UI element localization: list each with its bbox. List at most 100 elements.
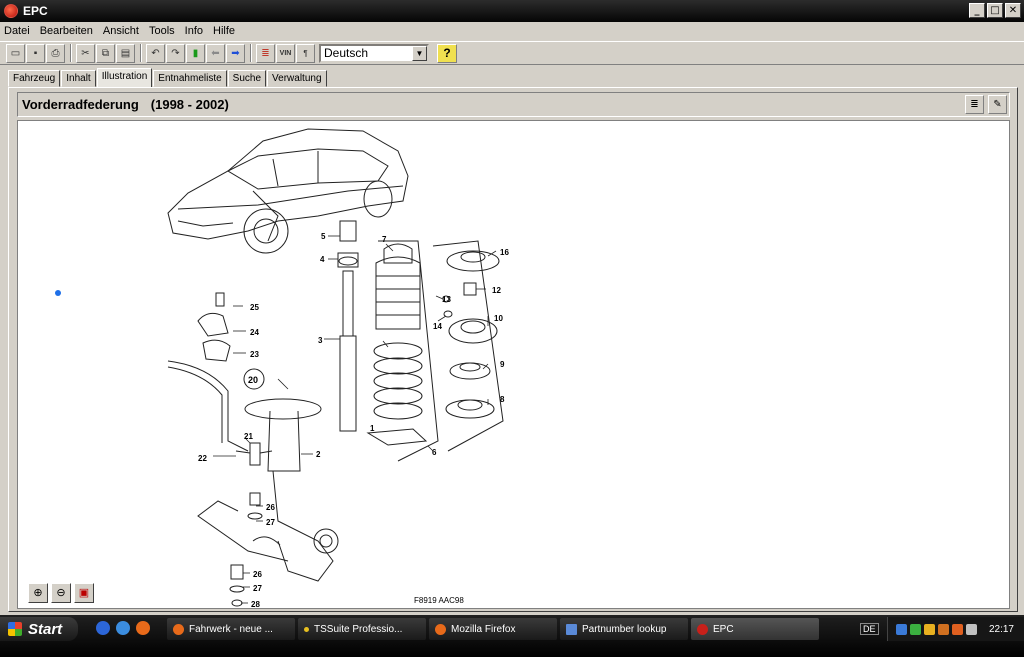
paste-icon[interactable]: ▤ <box>116 43 135 63</box>
tab-verwaltung[interactable]: Verwaltung <box>267 70 327 87</box>
undo-icon[interactable]: ↶ <box>146 43 165 63</box>
tssuite-icon <box>304 626 309 632</box>
menu-bar: Datei Bearbeiten Ansicht Tools Info Hilf… <box>0 22 1024 40</box>
task-firefox[interactable]: Mozilla Firefox <box>429 618 557 640</box>
task-label: Mozilla Firefox <box>451 623 516 635</box>
tab-strip: Fahrzeug Inhalt Illustration Entnahmelis… <box>8 68 328 87</box>
menu-hilfe[interactable]: Hilfe <box>213 25 236 37</box>
task-tssuite[interactable]: TSSuite Professio... <box>298 618 426 640</box>
callout-1: 1 <box>370 424 375 433</box>
task-partnumber[interactable]: Partnumber lookup <box>560 618 688 640</box>
firefox-icon <box>173 623 184 635</box>
callout-9: 9 <box>500 360 505 369</box>
input-language-indicator[interactable]: DE <box>860 623 879 635</box>
task-label: Fahrwerk - neue ... <box>189 623 273 635</box>
notes-icon[interactable]: ¶ <box>296 43 315 63</box>
alert-icon[interactable] <box>938 623 949 635</box>
list-view-icon[interactable]: ≣ <box>965 95 984 114</box>
shock-absorber <box>337 220 359 432</box>
parts-list-icon[interactable]: ≣ <box>256 43 275 63</box>
toolbar-separator <box>70 44 72 62</box>
title-bar[interactable]: EPC _ □ ✕ <box>0 0 1024 22</box>
callout-27-lower: 27 <box>253 584 262 593</box>
print-icon[interactable]: ⎙ <box>46 43 65 63</box>
quick-launch <box>96 621 150 635</box>
menu-bearbeiten[interactable]: Bearbeiten <box>39 25 93 37</box>
callout-13: 13 <box>442 295 451 304</box>
redo-icon[interactable]: ↷ <box>166 43 185 63</box>
callout-6: 6 <box>432 448 437 457</box>
callout-3: 3 <box>318 336 323 345</box>
page-title: Vorderradfederung <box>22 97 139 112</box>
zoom-in-icon[interactable]: ⊕ <box>28 583 48 603</box>
zoom-out-icon[interactable]: ⊖ <box>51 583 71 603</box>
menu-tools[interactable]: Tools <box>148 25 175 37</box>
task-fahrwerk[interactable]: Fahrwerk - neue ... <box>167 618 295 640</box>
callout-21: 21 <box>244 432 253 441</box>
callout-4: 4 <box>320 255 325 264</box>
toolbar: ▭ ▪ ⎙ ✂ ⧉ ▤ ↶ ↷ ▮ ⬅ ➡ ≣ VIN ¶ Deutsch ▼ … <box>0 41 1024 65</box>
tab-fahrzeug[interactable]: Fahrzeug <box>8 70 61 87</box>
firefox-icon[interactable] <box>136 621 150 635</box>
minimize-button[interactable]: _ <box>969 3 985 18</box>
cursor-dot <box>55 290 61 296</box>
close-button[interactable]: ✕ <box>1005 3 1021 18</box>
bump-boot <box>375 243 421 330</box>
callout-8: 8 <box>500 395 505 404</box>
network-icon[interactable] <box>896 623 907 635</box>
figure-code: F8919 AAC98 <box>414 596 464 605</box>
stabilizer-assembly <box>167 292 265 452</box>
menu-ansicht[interactable]: Ansicht <box>102 25 139 37</box>
callout-25: 25 <box>250 303 259 312</box>
zoom-fit-icon[interactable]: ▣ <box>74 583 94 603</box>
vin-button[interactable]: VIN <box>276 43 295 63</box>
maximize-button[interactable]: □ <box>987 3 1003 18</box>
document-icon <box>566 623 577 635</box>
security-icon[interactable] <box>924 623 935 635</box>
strut-mount-parts <box>432 240 504 452</box>
menu-info[interactable]: Info <box>184 25 204 37</box>
callout-14: 14 <box>433 322 442 331</box>
tab-entnahmeliste[interactable]: Entnahmeliste <box>153 70 227 87</box>
chevron-down-icon[interactable]: ▼ <box>412 45 427 61</box>
update-icon[interactable] <box>910 623 921 635</box>
callout-22: 22 <box>198 454 207 463</box>
save-icon[interactable]: ▪ <box>26 43 45 63</box>
front-suspension-diagram: 1 2 3 4 5 6 7 8 9 10 12 13 14 16 20 21 2 <box>167 128 509 608</box>
callout-12: 12 <box>492 286 501 295</box>
task-epc[interactable]: EPC <box>691 618 819 640</box>
marker-icon[interactable]: ▮ <box>186 43 205 63</box>
illustration-panel: Vorderradfederung (1998 - 2002) ≣ ✎ <box>8 87 1018 612</box>
menu-datei[interactable]: Datei <box>4 25 30 37</box>
ie-icon[interactable] <box>116 621 130 635</box>
back-arrow-icon[interactable]: ⬅ <box>206 43 225 63</box>
edit-note-icon[interactable]: ✎ <box>988 95 1007 114</box>
clock: 22:17 <box>988 624 1014 635</box>
help-button[interactable]: ? <box>437 43 457 63</box>
callout-20: 20 <box>248 375 258 385</box>
task-buttons: Fahrwerk - neue ... TSSuite Professio...… <box>167 618 822 640</box>
callout-7: 7 <box>382 235 387 244</box>
car-outline <box>167 128 409 254</box>
callout-26-upper: 26 <box>266 503 275 512</box>
volume-icon[interactable] <box>966 623 977 635</box>
language-select[interactable]: Deutsch ▼ <box>319 43 429 63</box>
epc-app-icon <box>697 623 708 635</box>
copy-icon[interactable]: ⧉ <box>96 43 115 63</box>
leader-lines <box>213 235 497 604</box>
firefox-tray-icon[interactable] <box>952 623 963 635</box>
callout-5: 5 <box>321 232 326 241</box>
windows-flag-icon <box>8 622 22 636</box>
desktop-icon[interactable] <box>96 621 110 635</box>
task-label: EPC <box>713 623 734 635</box>
start-button[interactable]: Start <box>0 617 78 641</box>
tab-illustration[interactable]: Illustration <box>96 68 153 87</box>
tab-inhalt[interactable]: Inhalt <box>61 70 96 87</box>
tab-suche[interactable]: Suche <box>227 70 267 87</box>
forward-arrow-icon[interactable]: ➡ <box>226 43 245 63</box>
page-title-bar: Vorderradfederung (1998 - 2002) ≣ ✎ <box>17 92 1010 117</box>
open-icon[interactable]: ▭ <box>6 43 25 63</box>
cut-icon[interactable]: ✂ <box>76 43 95 63</box>
illustration-canvas[interactable]: 1 2 3 4 5 6 7 8 9 10 12 13 14 16 20 21 2 <box>17 120 1010 609</box>
link-parts <box>229 442 273 607</box>
